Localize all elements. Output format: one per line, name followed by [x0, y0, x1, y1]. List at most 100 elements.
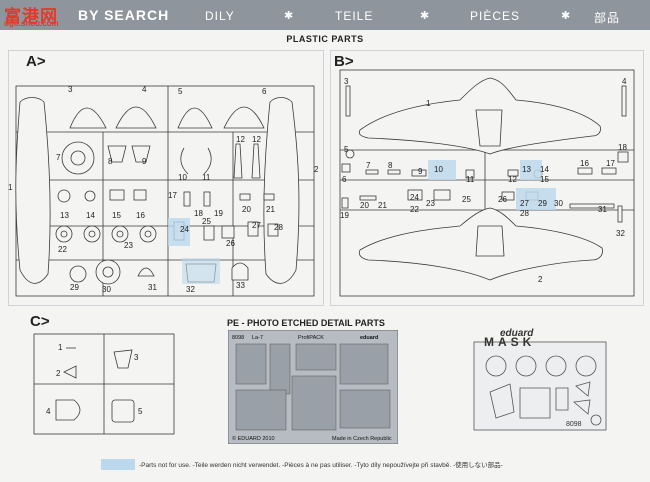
svg-text:15: 15: [112, 211, 121, 220]
pe-pack: ProfiPACK: [298, 335, 324, 341]
svg-text:29: 29: [538, 199, 547, 208]
svg-text:5: 5: [178, 87, 183, 96]
svg-text:8: 8: [108, 157, 113, 166]
unused-highlight-32: [182, 258, 220, 284]
svg-text:23: 23: [124, 241, 133, 250]
svg-text:21: 21: [378, 201, 387, 210]
svg-text:12: 12: [252, 135, 261, 144]
svg-text:30: 30: [102, 285, 111, 294]
top-bar: 富港网 ugo.shou.com BY SEARCH DILY ✱ TEILE …: [0, 0, 650, 30]
svg-text:13: 13: [522, 165, 531, 174]
svg-text:14: 14: [540, 165, 549, 174]
pe-parts-title: PE - PHOTO ETCHED DETAIL PARTS: [227, 318, 385, 328]
svg-text:1: 1: [8, 183, 13, 192]
svg-text:4: 4: [622, 77, 627, 86]
svg-text:30: 30: [554, 199, 563, 208]
site-logo[interactable]: 富港网: [4, 7, 58, 27]
svg-text:1: 1: [58, 343, 63, 352]
svg-text:12: 12: [508, 175, 517, 184]
svg-text:14: 14: [86, 211, 95, 220]
svg-text:23: 23: [426, 199, 435, 208]
svg-text:2: 2: [314, 165, 319, 174]
svg-text:4: 4: [142, 85, 147, 94]
svg-text:16: 16: [136, 211, 145, 220]
svg-text:22: 22: [58, 245, 67, 254]
pe-made-in: Made in Czech Republic: [332, 436, 392, 442]
unused-parts-swatch: [101, 459, 135, 470]
svg-text:5: 5: [344, 145, 349, 154]
svg-text:1: 1: [426, 99, 431, 108]
pe-name: La-7: [252, 335, 263, 341]
svg-text:3: 3: [134, 353, 139, 362]
svg-text:18: 18: [194, 209, 203, 218]
sprue-a-frame: [8, 50, 324, 306]
svg-text:26: 26: [498, 195, 507, 204]
svg-text:31: 31: [598, 205, 607, 214]
svg-text:33: 33: [236, 281, 245, 290]
svg-text:17: 17: [168, 191, 177, 200]
sprue-b-frame: [330, 50, 644, 306]
svg-text:19: 19: [340, 211, 349, 220]
pe-fret: 8098 La-7 ProfiPACK eduard © EDUARD 2010…: [228, 330, 398, 444]
svg-text:11: 11: [202, 173, 211, 182]
svg-text:24: 24: [180, 225, 189, 234]
mask-code: 8098: [566, 421, 582, 428]
svg-text:2: 2: [56, 369, 61, 378]
svg-text:6: 6: [262, 87, 267, 96]
star-icon: ✱: [561, 10, 571, 22]
unused-parts-note: -Parts not for use. -Teile werden nicht …: [139, 462, 503, 469]
svg-text:7: 7: [366, 161, 371, 170]
mask-title: MASK: [484, 335, 535, 349]
svg-text:20: 20: [360, 201, 369, 210]
by-search-label: BY SEARCH: [78, 7, 170, 23]
svg-text:11: 11: [466, 175, 475, 184]
label-buhin: 部品: [594, 11, 621, 25]
svg-text:27: 27: [252, 221, 261, 230]
svg-text:19: 19: [214, 209, 223, 218]
svg-text:22: 22: [410, 205, 419, 214]
svg-text:25: 25: [202, 217, 211, 226]
svg-text:25: 25: [462, 195, 471, 204]
svg-text:27: 27: [520, 199, 529, 208]
svg-text:9: 9: [418, 167, 423, 176]
unused-highlight-10: [428, 160, 456, 180]
star-icon: ✱: [420, 10, 430, 22]
svg-text:18: 18: [618, 143, 627, 152]
svg-text:3: 3: [344, 77, 349, 86]
section-b-label: B>: [334, 53, 354, 70]
section-a-label: A>: [26, 53, 46, 70]
svg-text:20: 20: [242, 205, 251, 214]
unused-highlight-13: [520, 160, 542, 180]
svg-text:15: 15: [540, 175, 549, 184]
label-dily: DILY: [205, 9, 235, 23]
svg-text:2: 2: [538, 275, 543, 284]
mask-sheet: eduard MASK 8098: [473, 328, 607, 431]
svg-text:10: 10: [178, 173, 187, 182]
svg-text:32: 32: [616, 229, 625, 238]
label-teile: TEILE: [335, 9, 374, 23]
site-url: ugo.shou.com: [4, 19, 59, 28]
svg-text:4: 4: [46, 407, 51, 416]
svg-text:24: 24: [410, 193, 419, 202]
label-pieces: PIÈCES: [470, 9, 521, 23]
svg-text:6: 6: [342, 175, 347, 184]
pe-brand: eduard: [360, 335, 378, 341]
sprue-b-diagram: 1 2 3 4 5 6 7 8 9 10 11 12 13 14 15 16 1…: [339, 69, 635, 297]
svg-text:13: 13: [60, 211, 69, 220]
unused-highlight-24: [168, 218, 190, 246]
svg-text:7: 7: [56, 153, 61, 162]
svg-text:9: 9: [142, 157, 147, 166]
svg-text:3: 3: [68, 85, 73, 94]
plastic-parts-title: PLASTIC PARTS: [286, 34, 364, 44]
mask-brand: eduard: [500, 328, 534, 339]
sprue-c-diagram: 1 2 3 4 5: [33, 333, 175, 435]
pe-code: 8098: [232, 335, 244, 341]
svg-text:10: 10: [434, 165, 443, 174]
svg-text:16: 16: [580, 159, 589, 168]
svg-text:28: 28: [274, 223, 283, 232]
unused-highlight-27: [516, 188, 556, 210]
svg-text:17: 17: [606, 159, 615, 168]
sprue-a-diagram: 1 2 3 4 5 6 7 8 9 10 11 12 12 13 14 15 1…: [8, 85, 319, 297]
svg-text:21: 21: [266, 205, 275, 214]
pe-copyright: © EDUARD 2010: [232, 435, 275, 442]
